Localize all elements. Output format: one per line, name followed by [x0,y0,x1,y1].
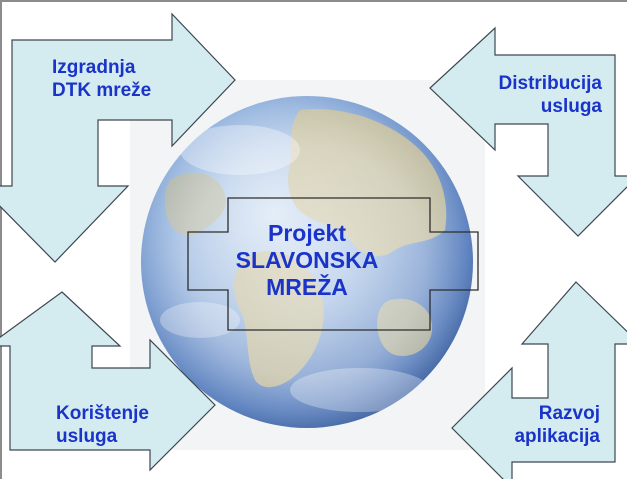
globe-haze [141,96,473,428]
globe [130,80,485,450]
center-title-line-1: Projekt [268,220,346,246]
center-box [187,197,479,331]
label-bottom-right-line-1: Razvoj [538,403,600,424]
label-bottom-left: Korištenje usluga [56,402,149,448]
center-title: Projekt SLAVONSKA MREŽA [222,220,392,301]
arrow-bottom-right [451,281,627,479]
arrow-top-left [0,12,236,263]
label-top-left-line-1: Izgradnja [52,57,136,78]
label-top-left: Izgradnja DTK mreže [52,56,151,102]
center-title-line-3: MREŽA [266,274,348,300]
label-top-right: Distribucija usluga [462,72,602,118]
label-bottom-left-line-1: Korištenje [56,403,149,424]
label-top-left-line-2: DTK mreže [52,80,152,101]
arrow-top-right [429,26,627,237]
arrow-bottom-left [0,291,216,472]
label-top-right-line-1: Distribucija [498,73,602,94]
label-top-right-line-2: usluga [540,96,602,117]
label-bottom-left-line-2: usluga [56,426,118,447]
center-title-line-2: SLAVONSKA [235,247,379,273]
label-bottom-right: Razvoj aplikacija [470,402,600,448]
label-bottom-right-line-2: aplikacija [514,426,600,447]
